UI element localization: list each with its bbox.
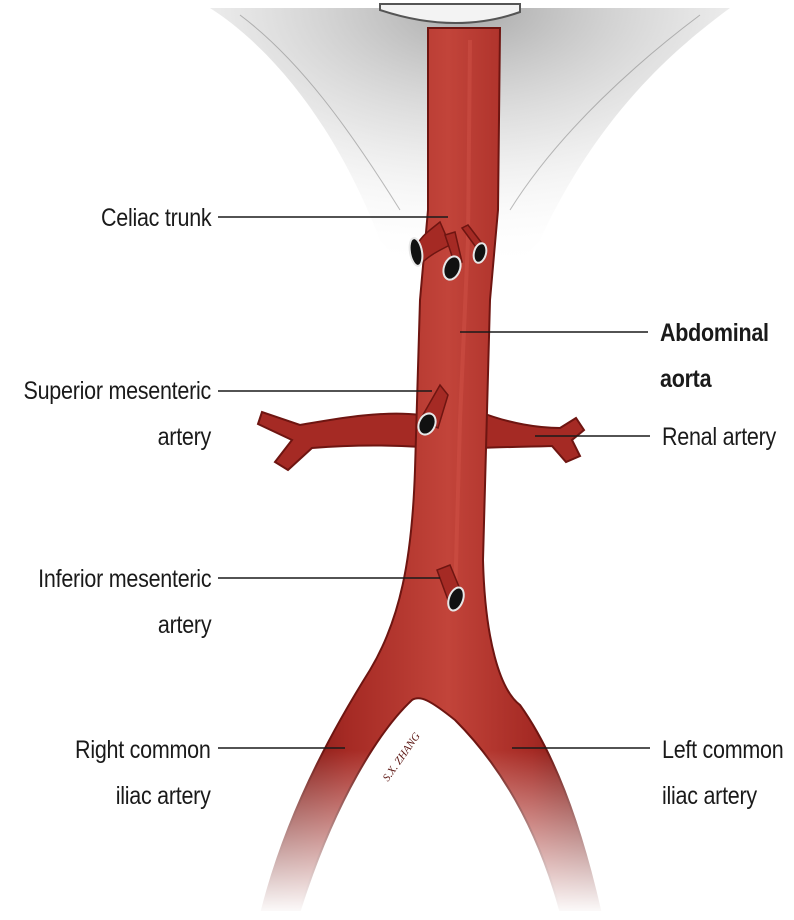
label-ima-line2: artery <box>38 602 211 648</box>
label-left-iliac-line2: iliac artery <box>662 773 783 819</box>
label-left-common-iliac: Left common iliac artery <box>662 727 783 819</box>
label-sma-line2: artery <box>24 414 211 460</box>
label-right-iliac-line2: iliac artery <box>75 773 211 819</box>
label-renal-line1: Renal artery <box>662 414 776 460</box>
label-right-common-iliac: Right common iliac artery <box>75 727 211 819</box>
label-abdominal-aorta: Abdominal aorta <box>660 310 769 402</box>
label-celiac-line1: Celiac trunk <box>101 195 211 241</box>
label-sma-line1: Superior mesenteric <box>24 368 211 414</box>
label-left-iliac-line1: Left common <box>662 727 783 773</box>
label-aorta-line1: Abdominal <box>660 310 769 356</box>
label-inferior-mesenteric: Inferior mesenteric artery <box>38 556 211 648</box>
label-superior-mesenteric: Superior mesenteric artery <box>24 368 211 460</box>
label-right-iliac-line1: Right common <box>75 727 211 773</box>
label-renal-artery: Renal artery <box>662 414 776 460</box>
label-ima-line1: Inferior mesenteric <box>38 556 211 602</box>
label-aorta-line2: aorta <box>660 356 769 402</box>
label-celiac-trunk: Celiac trunk <box>101 195 211 241</box>
